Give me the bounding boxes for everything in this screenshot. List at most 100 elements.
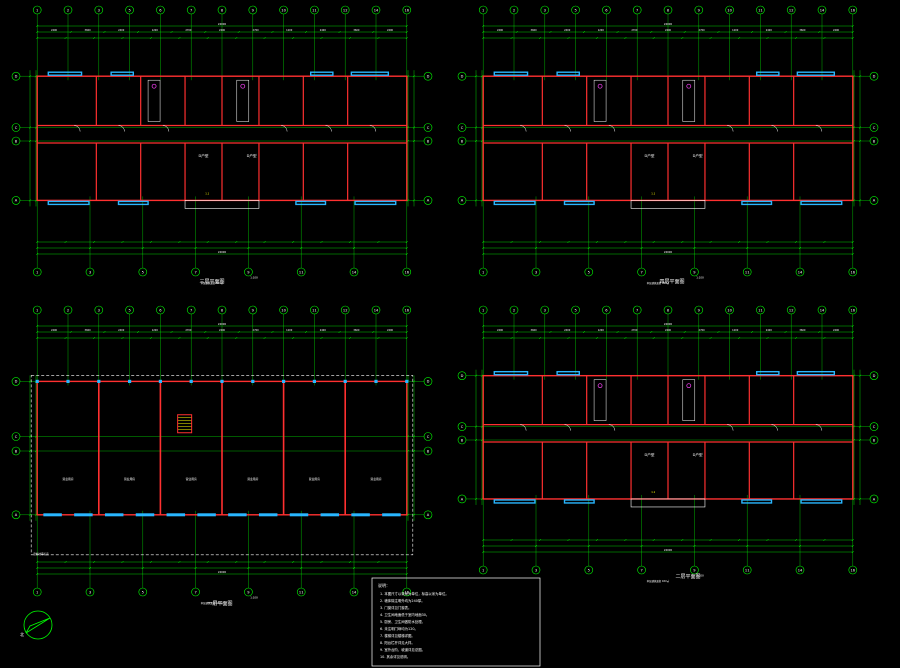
column (312, 379, 316, 383)
dimension-tick-bottom (587, 246, 590, 250)
dimension-tick-bottom (681, 240, 684, 244)
balcony-window (493, 499, 536, 504)
dimension-segment-top: 2400 (320, 29, 327, 32)
axis-number-bottom: 11 (299, 270, 304, 274)
plan-title-tl: 三层平面图 (199, 279, 224, 285)
axis-number-top: 7 (190, 308, 192, 312)
dimension-tick-top (624, 336, 627, 340)
column (128, 379, 132, 383)
dimension-tick-top (823, 36, 826, 40)
balcony-window (117, 200, 149, 206)
plan-area-note: 本层建筑面积 XXX㎡ (201, 601, 224, 605)
note-line: 4. 卫生间地面低于室内地面30。 (380, 612, 429, 617)
door-swing-icon (771, 424, 778, 431)
note-line: 9. 室外台阶、坡道详见总图。 (380, 647, 425, 652)
dimension-tick-bottom (263, 240, 266, 244)
dimension-segment-top: 2700 (631, 29, 638, 32)
axis-letter-row: D (15, 380, 18, 384)
dimension-tick-top (36, 324, 39, 328)
balcony-window (800, 499, 843, 504)
column (189, 379, 193, 383)
axis-number-top: 10 (281, 8, 286, 12)
axis-letter-row: D (461, 75, 464, 79)
dimension-tick-top (595, 36, 599, 40)
door-swing-icon (727, 125, 734, 132)
axis-number-top: 14 (820, 8, 825, 12)
dimension-tick-top (616, 30, 619, 34)
axis-number-top: 16 (405, 8, 410, 12)
dimension-tick-bottom (247, 246, 250, 250)
plan-area-note: 本层建筑面积 XXX㎡ (647, 579, 670, 583)
dimension-tick-bottom (640, 544, 643, 548)
axis-number-top: 11 (758, 8, 763, 12)
balcony-window (563, 499, 595, 504)
dimension-tick-bottom (766, 538, 769, 542)
dimension-tick-bottom (693, 544, 696, 548)
dimension-tick-top (36, 24, 39, 28)
dimension-tick-top (64, 36, 67, 40)
dimension-tick-bottom (482, 246, 485, 250)
dimension-tick-top (538, 36, 542, 40)
axis-number-top: 14 (374, 8, 379, 12)
dimension-tick-top (235, 336, 238, 340)
axis-number-bottom: 11 (745, 568, 750, 572)
dimension-tick-top (271, 330, 274, 334)
bathroom-outline (682, 79, 696, 122)
axis-number-top: 7 (190, 8, 192, 12)
axis-number-top: 1 (36, 308, 38, 312)
dimension-tick-bottom (405, 246, 408, 250)
dimension-tick-bottom (510, 538, 513, 542)
dimension-tick-side (474, 139, 478, 143)
axis-number-bottom: 7 (194, 590, 196, 594)
dimension-tick-bottom (794, 240, 798, 244)
axis-number-top: 5 (574, 308, 576, 312)
balcony-window (493, 370, 529, 376)
axis-number-bottom: 14 (352, 590, 357, 594)
axis-number-bottom: 9 (693, 270, 696, 274)
axis-number-bottom: 14 (798, 568, 803, 572)
dimension-segment-top: 2400 (766, 329, 773, 332)
dimension-tick-side (412, 75, 416, 78)
dimension-tick-bottom (300, 566, 303, 570)
dimension-tick-bottom (746, 544, 749, 548)
axis-number-top: 8 (221, 8, 224, 12)
dimension-segment-top: 2700 (631, 329, 638, 332)
axis-letter-row: D (427, 380, 430, 384)
dimension-tick-bottom (405, 252, 408, 256)
storefront-window (382, 513, 401, 517)
door-swing-icon (325, 125, 332, 132)
dimension-tick-top (320, 336, 323, 340)
storefront-window (258, 513, 278, 517)
dimension-tick-top (377, 336, 380, 340)
dimension-tick-bottom (482, 544, 485, 548)
toilet-icon (151, 83, 157, 89)
dimension-tick-bottom (36, 572, 39, 576)
dimension-segment-top: 1200 (152, 29, 159, 32)
dimension-tick-top (851, 24, 854, 28)
axis-letter-row: C (873, 425, 876, 429)
dimension-segment-top: 2400 (51, 329, 58, 332)
stair-enclosure (177, 414, 193, 434)
dimension-tick-top (263, 336, 266, 340)
axis-letter-row: D (427, 75, 430, 79)
dimension-tick-top (121, 336, 124, 340)
dimension-tick-side (412, 513, 416, 516)
door-swing-icon (118, 125, 125, 132)
note-line: 6. 未注明门垛均为120。 (380, 626, 418, 631)
dimension-tick-top (549, 330, 552, 334)
dimension-tick-top (717, 330, 720, 334)
dimension-tick-bottom (482, 550, 485, 554)
dimension-tick-top (582, 30, 586, 34)
plan-scale: 1:100 (250, 596, 258, 600)
balcony-window (110, 71, 134, 76)
column (282, 379, 286, 383)
dimension-tick-bottom (92, 240, 96, 244)
axis-number-top: 9 (252, 8, 255, 12)
door-swing-icon (520, 125, 527, 132)
dimension-tick-bottom (510, 240, 513, 244)
shop-label: 营业用房 (124, 477, 135, 481)
dimension-tick-top (237, 30, 240, 34)
dimension-tick-top (717, 30, 720, 34)
dimension-tick-side (412, 139, 416, 143)
